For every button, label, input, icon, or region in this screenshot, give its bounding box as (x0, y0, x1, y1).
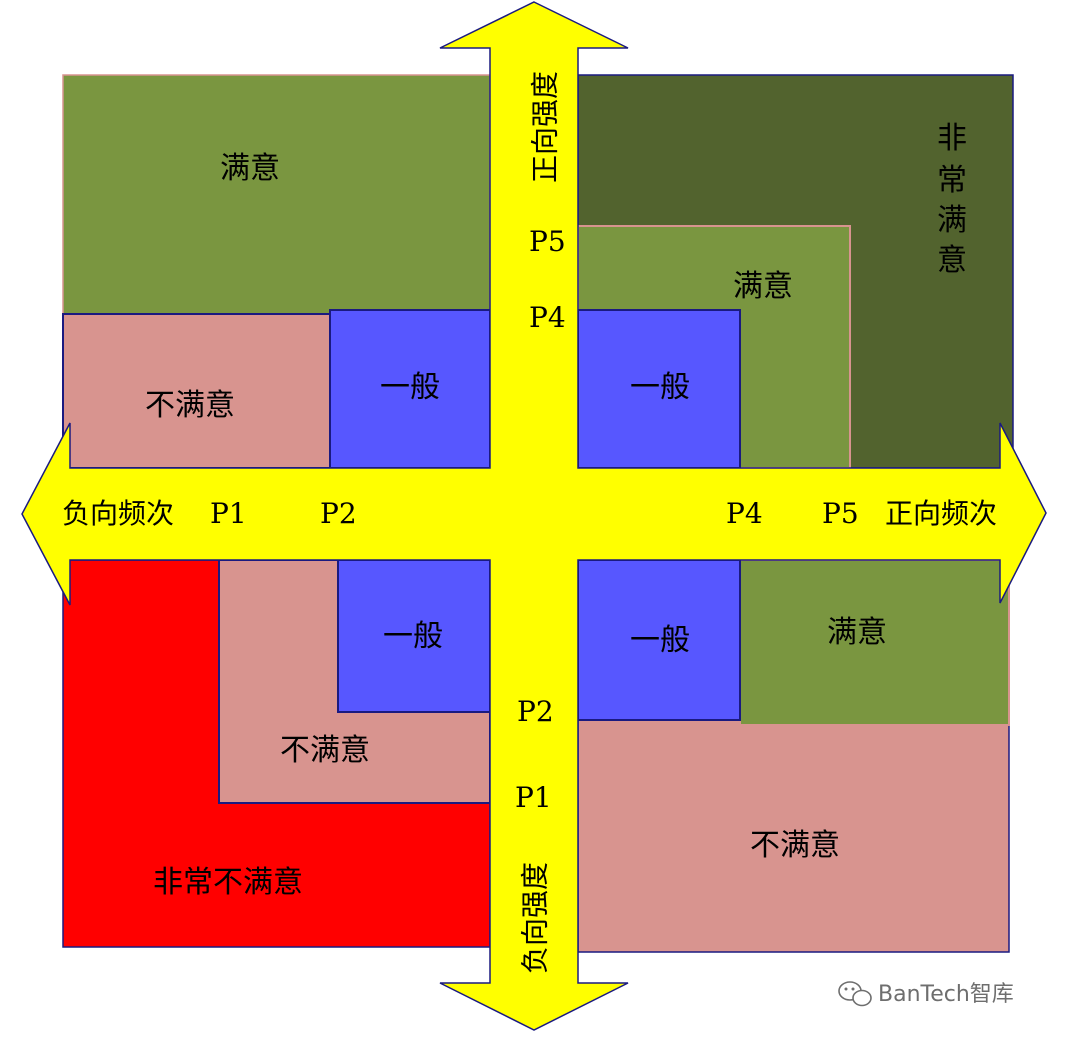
cross-arrow-axis (21, 1, 1047, 1031)
bl-neutral-region (337, 559, 491, 713)
quadrant-bottom-right (577, 559, 1010, 953)
axis-label-negative-frequency: 负向频次 (62, 497, 174, 530)
tr-very-satisfied-char-3: 满 (937, 203, 967, 238)
tl-neutral-region (329, 309, 491, 469)
br-dissatisfied-label: 不满意 (750, 828, 840, 863)
marker-right-p4: P4 (726, 497, 763, 530)
marker-right-p5: P5 (822, 497, 859, 530)
watermark-text: BanTech智库 (878, 982, 1014, 1007)
tr-satisfied-label: 满意 (733, 269, 793, 304)
tr-neutral-label: 一般 (630, 370, 690, 405)
br-neutral-region (577, 559, 741, 721)
tl-dissatisfied-region (62, 313, 331, 469)
marker-left-p2: P2 (320, 497, 357, 530)
br-satisfied-label: 满意 (827, 615, 887, 650)
bl-dissatisfied-label: 不满意 (280, 733, 370, 768)
marker-top-p5: P5 (529, 225, 566, 258)
marker-bottom-p2: P2 (517, 695, 554, 728)
br-neutral-label: 一般 (630, 623, 690, 658)
tr-very-satisfied-label: 非 常 满 意 (937, 121, 967, 278)
axis-label-positive-frequency: 正向频次 (885, 497, 997, 530)
tr-very-satisfied-char-4: 意 (937, 243, 967, 278)
tr-neutral-region (577, 309, 741, 469)
br-satisfied-region (739, 559, 1010, 726)
quadrant-top-right (577, 74, 1014, 469)
tl-satisfied-region (62, 74, 491, 316)
tl-neutral-label: 一般 (380, 370, 440, 405)
quadrant-top-left (62, 74, 491, 469)
marker-bottom-p1: P1 (515, 781, 552, 814)
tl-satisfied-label: 满意 (220, 151, 280, 186)
axis-label-negative-intensity: 负向强度 (519, 862, 552, 974)
wechat-icon (838, 981, 872, 1007)
marker-left-p1: P1 (210, 497, 247, 530)
bl-very-dissatisfied-label: 非常不满意 (153, 865, 303, 900)
marker-top-p4: P4 (529, 301, 566, 334)
tl-dissatisfied-label: 不满意 (145, 388, 235, 423)
bl-neutral-label: 一般 (383, 619, 443, 654)
watermark: BanTech智库 (838, 981, 1014, 1007)
tr-very-satisfied-char-1: 非 (937, 121, 967, 156)
axis-label-positive-intensity: 正向强度 (529, 71, 562, 183)
quadrant-bottom-left (62, 559, 491, 948)
tr-very-satisfied-char-2: 常 (937, 163, 967, 198)
